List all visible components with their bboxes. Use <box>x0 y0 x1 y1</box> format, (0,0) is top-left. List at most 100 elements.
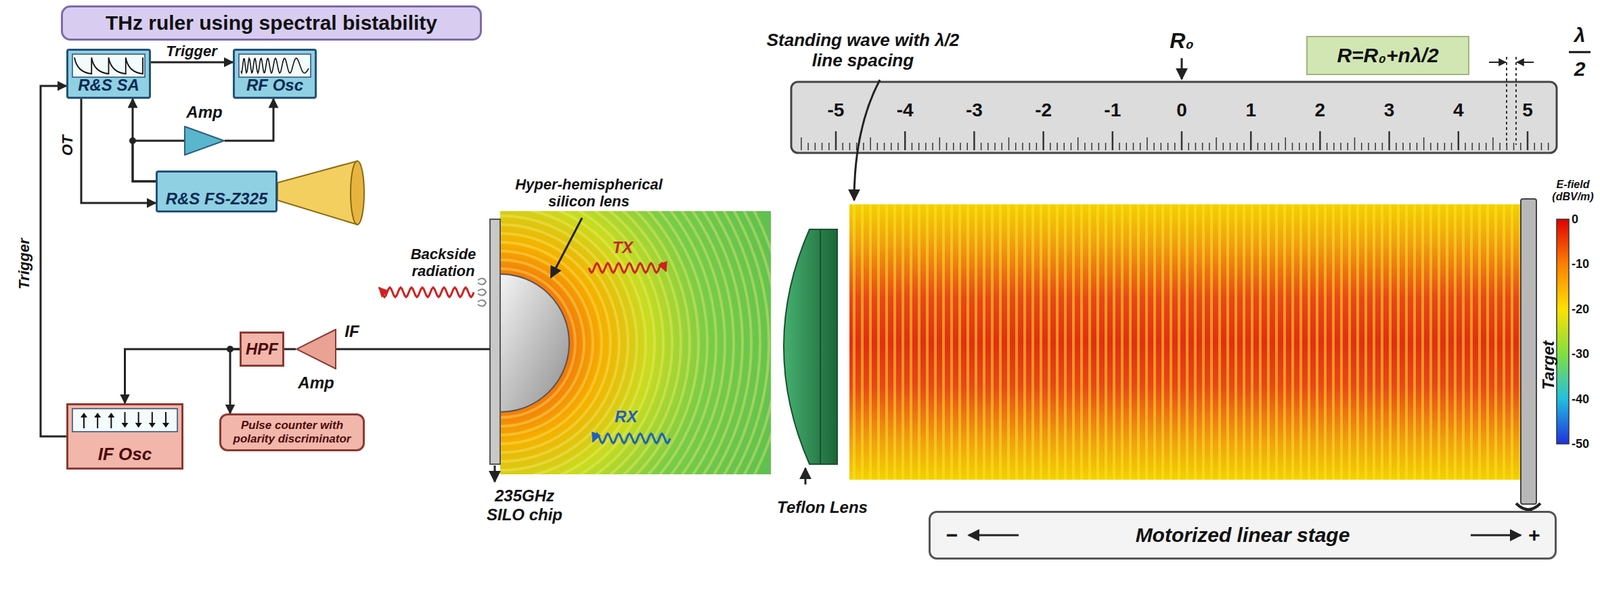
connector <box>81 98 156 204</box>
connector <box>224 98 274 141</box>
connector <box>150 62 233 63</box>
connector <box>125 349 241 404</box>
label-holder: Hyper-hemispherical silicon lens <box>490 175 687 211</box>
counter-box: Pulse counter with polarity discriminato… <box>219 413 365 452</box>
connector <box>284 349 296 350</box>
label-holder: 2 <box>1574 57 1586 82</box>
connector-line <box>284 348 296 351</box>
label-holder: 5 <box>1522 99 1533 122</box>
label-holder: R₀ <box>1169 28 1194 54</box>
label-holder: -40 <box>1571 391 1590 407</box>
amplifier-symbol: Amp <box>295 328 337 370</box>
instrument-name: R&S SA <box>77 75 140 95</box>
lens-label: Hyper-hemispherical silicon lens <box>515 175 663 210</box>
connector <box>226 345 240 414</box>
connector-line <box>150 61 233 64</box>
formula-box: R=R₀+nλ/2 <box>1306 35 1470 76</box>
scale-number: -2 <box>1034 99 1052 121</box>
oscilloscope-name: IF Osc <box>98 443 152 465</box>
fraction-part: λ <box>1574 23 1586 47</box>
label-holder: -2 <box>1034 99 1052 122</box>
colorbar-value: -30 <box>1571 347 1590 361</box>
label-holder: Teflon Lens <box>774 498 870 518</box>
label-holder: Target <box>1539 341 1559 390</box>
triangle-shape <box>295 328 337 370</box>
scale-number: 3 <box>1384 99 1395 121</box>
connector-line <box>125 349 241 404</box>
label-holder: -10 <box>1571 257 1590 272</box>
label-holder: E-field (dBV/m) <box>1548 178 1598 204</box>
label-holder: TX <box>612 238 634 258</box>
scale-number: -1 <box>1103 99 1121 121</box>
mixer-box: R&S FS-Z325 <box>155 170 278 213</box>
edge-label: Trigger <box>15 238 33 290</box>
colorbar-value: 0 <box>1571 212 1579 227</box>
colorbar-value: -20 <box>1571 301 1590 316</box>
amplifier-label: Amp <box>297 373 334 393</box>
label-holder: λ <box>1574 23 1586 48</box>
colorbar-value: -10 <box>1571 257 1590 271</box>
scale-number: -4 <box>896 99 914 121</box>
direction-sign: + <box>1527 523 1540 547</box>
label-holder: 3 <box>1384 99 1395 122</box>
label-holder: 0 <box>1176 99 1188 122</box>
colorbar-title: E-field (dBV/m) <box>1551 178 1594 203</box>
label-holder: Trigger <box>165 42 217 60</box>
title-box: THz ruler using spectral bistability <box>60 5 482 41</box>
annotation: Standing wave with λ/2 line spacing <box>766 29 960 71</box>
instrument-name: RF Osc <box>246 75 304 95</box>
formula: R=R₀+nλ/2 <box>1336 43 1439 68</box>
title-text: THz ruler using spectral bistability <box>105 11 438 35</box>
label-holder: 235GHz SILO chip <box>473 486 576 524</box>
label-holder: -20 <box>1571 301 1590 317</box>
stage-box: Motorized linear stage − + <box>928 510 1557 560</box>
stage-name: Motorized linear stage <box>1135 523 1351 547</box>
colorbar-value: -50 <box>1571 437 1590 451</box>
filter-box: HPF <box>239 331 285 367</box>
signal-label: RX <box>614 407 637 426</box>
signal-label: IF <box>344 322 359 341</box>
connector-line <box>230 349 240 414</box>
screen-icon <box>238 53 312 78</box>
label-holder: 1 <box>1245 99 1257 122</box>
instrument-box: R&S SA <box>66 48 151 99</box>
label-holder: 0 <box>1571 212 1579 227</box>
label-holder: -3 <box>965 99 983 122</box>
junction-dot <box>129 137 137 145</box>
radiation-label: Backside radiation <box>410 245 477 280</box>
connector-line <box>224 98 274 141</box>
scale-number: 1 <box>1245 99 1257 121</box>
label-holder: IF <box>344 322 359 342</box>
scale-number: 4 <box>1453 99 1464 121</box>
lens-label: Teflon Lens <box>776 498 868 517</box>
reference-mark: R₀ <box>1169 28 1194 53</box>
filter-name: HPF <box>245 339 279 359</box>
junction-dot <box>226 345 234 353</box>
label-holder: Backside radiation <box>392 245 495 281</box>
label-holder: 2 <box>1315 99 1326 122</box>
label-holder: 4 <box>1453 99 1464 122</box>
signal-label: TX <box>612 238 634 257</box>
counter-name: Pulse counter with polarity discriminato… <box>225 418 359 447</box>
scale-number: 2 <box>1315 99 1326 121</box>
chip-label: 235GHz SILO chip <box>486 486 563 524</box>
scale-number: -3 <box>965 99 983 121</box>
label-holder: Standing wave with λ/2 line spacing <box>761 30 965 72</box>
edge-label: OT <box>58 135 76 157</box>
scale-number: -5 <box>827 99 845 121</box>
label-holder: -1 <box>1103 99 1121 122</box>
direction-sign: − <box>945 523 958 547</box>
label-holder: OT <box>58 135 76 157</box>
label-holder: -4 <box>896 99 914 122</box>
connector-line <box>81 98 156 204</box>
scale-number: 5 <box>1522 99 1533 121</box>
edge-label: Trigger <box>165 42 217 60</box>
label-holder: -30 <box>1571 347 1590 362</box>
fraction-part: 2 <box>1574 57 1586 80</box>
scale-number: 0 <box>1176 99 1188 121</box>
screen-icon <box>71 408 179 433</box>
mixer-name: R&S FS-Z325 <box>165 189 269 209</box>
amplifier-label: Amp <box>186 102 222 122</box>
oscilloscope-box: IF Osc <box>66 403 184 470</box>
label-holder: -50 <box>1571 437 1590 452</box>
